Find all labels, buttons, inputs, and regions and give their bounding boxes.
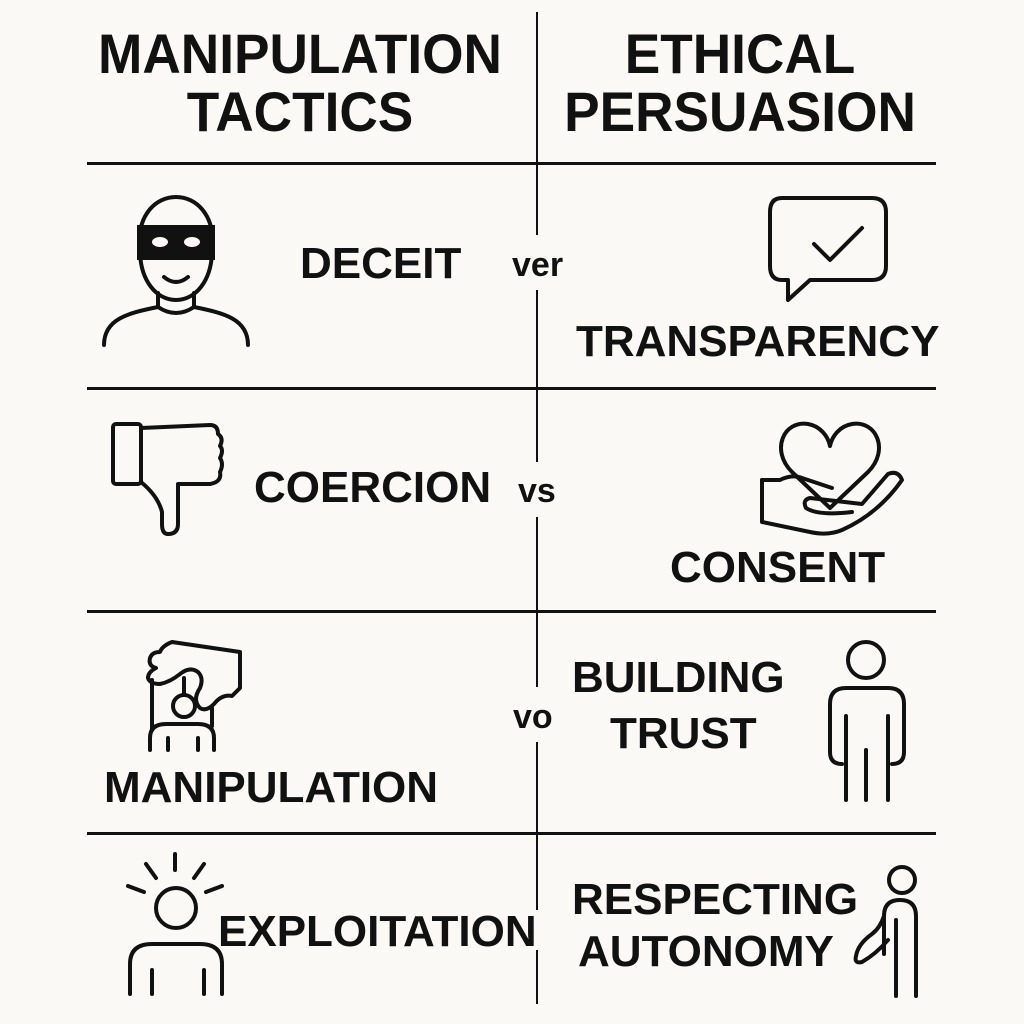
principle-respecting-autonomy-line1: RESPECTING — [572, 875, 859, 924]
versus-label: vs — [518, 472, 556, 510]
tactic-deceit: DECEIT — [300, 239, 462, 288]
principle-respecting-autonomy-line2: AUTONOMY — [578, 927, 834, 976]
center-divider-segment — [536, 950, 538, 1004]
center-divider-segment — [536, 290, 538, 462]
principle-building-trust-line1: BUILDING — [572, 653, 785, 702]
principle-transparency: TRANSPARENCY — [576, 317, 940, 366]
tactic-coercion: COERCION — [254, 463, 492, 512]
right-column-title-line2: PERSUASION — [564, 80, 916, 143]
versus-label: vo — [513, 698, 553, 736]
header-divider — [87, 162, 936, 165]
speech-bubble-check-icon — [768, 196, 888, 302]
puppet-hand-icon — [146, 640, 242, 752]
left-column-title-line2: TACTICS — [186, 80, 414, 143]
row-divider-2 — [87, 610, 936, 613]
standing-person-icon — [828, 640, 906, 802]
masked-thief-icon — [102, 195, 250, 347]
center-divider-segment — [536, 12, 538, 235]
heart-in-hand-icon — [760, 421, 904, 536]
row-divider-1 — [87, 387, 936, 390]
right-column-title-line1: ETHICAL — [624, 22, 856, 85]
principle-building-trust-line2: TRUST — [610, 709, 757, 758]
person-alert-icon — [126, 852, 224, 996]
principle-consent: CONSENT — [670, 543, 886, 592]
person-with-cane-icon — [853, 865, 918, 998]
center-divider-segment — [536, 517, 538, 687]
tactic-exploitation: EXPLOITATION — [218, 907, 537, 956]
thumbs-down-icon — [111, 422, 224, 536]
versus-label: ver — [512, 246, 564, 284]
center-divider-segment — [536, 742, 538, 910]
left-column-title-line1: MANIPULATION — [98, 22, 502, 85]
tactic-manipulation: MANIPULATION — [104, 763, 439, 812]
row-divider-3 — [87, 832, 936, 835]
